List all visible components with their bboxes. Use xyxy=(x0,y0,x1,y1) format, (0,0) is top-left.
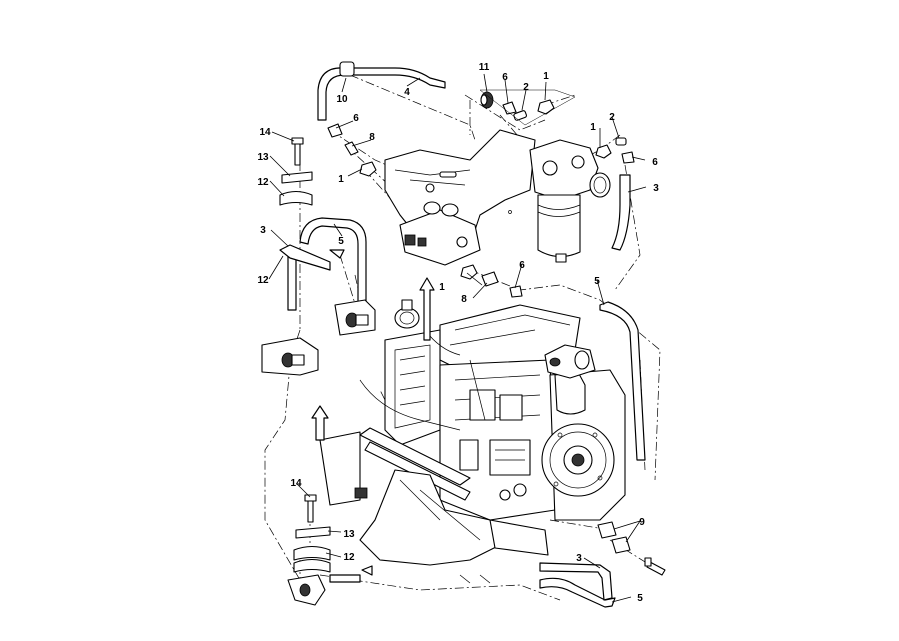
callout-1: 1 xyxy=(590,122,596,133)
callout-6: 6 xyxy=(519,260,525,271)
engine-mount-frame xyxy=(319,427,549,584)
arrow-up-left xyxy=(311,405,329,441)
bracket-stack-upper-left xyxy=(261,137,376,376)
bolt-14a xyxy=(294,142,301,166)
nut-1a xyxy=(537,99,555,115)
flow-arrows xyxy=(311,249,435,576)
bolt-14b xyxy=(307,499,314,523)
clamp-12a xyxy=(279,190,313,206)
callout-10: 10 xyxy=(336,94,348,105)
callout-8: 8 xyxy=(461,294,467,305)
union-2b xyxy=(615,137,627,146)
callout-13: 13 xyxy=(257,152,269,163)
fittings-left xyxy=(327,61,523,298)
callout-labels: 11 6 2 1 10 4 6 8 14 13 1 12 3 5 12 1 2 … xyxy=(257,62,659,604)
union-2a xyxy=(513,110,527,121)
hose-3-right xyxy=(611,174,631,251)
callout-6: 6 xyxy=(652,157,658,168)
valve-8b xyxy=(481,271,499,287)
hose-3-bottom xyxy=(539,562,613,601)
clamp-10 xyxy=(339,61,355,77)
clamp-13a xyxy=(281,171,313,184)
clamp-9a xyxy=(597,521,617,539)
hose-12-left xyxy=(279,244,331,271)
hose-bottom-left xyxy=(329,574,361,583)
callout-12: 12 xyxy=(343,552,355,563)
callout-4: 4 xyxy=(404,87,410,98)
nut-1b xyxy=(359,161,377,177)
hose-3-left xyxy=(287,254,297,311)
callout-2: 2 xyxy=(609,112,615,123)
callout-5: 5 xyxy=(637,593,643,604)
arrow-left-bottom xyxy=(361,565,373,576)
fuel-filter-canister xyxy=(537,194,581,258)
callout-9: 9 xyxy=(639,517,645,528)
fuel-filter-assembly-top xyxy=(384,129,611,266)
arrow-up-center xyxy=(419,277,435,341)
callout-8: 8 xyxy=(369,132,375,143)
banjo-fitting-6a xyxy=(502,101,517,115)
clamps-lower-right xyxy=(597,521,666,576)
callout-6: 6 xyxy=(353,113,359,124)
hose-5-right xyxy=(599,301,646,461)
arrow-down-right-left xyxy=(329,249,345,259)
engine-fuel-filter-small xyxy=(554,371,586,415)
callout-3: 3 xyxy=(576,553,582,564)
oil-filler-cap xyxy=(394,307,420,329)
callout-5: 5 xyxy=(594,276,600,287)
callout-3: 3 xyxy=(653,183,659,194)
callout-14: 14 xyxy=(259,127,271,138)
valve-8a xyxy=(344,141,359,156)
callout-5: 5 xyxy=(338,236,344,247)
banjo-fitting-6b xyxy=(327,123,343,138)
clamp-13b xyxy=(295,526,331,539)
callout-6: 6 xyxy=(502,72,508,83)
clamp-12c xyxy=(293,545,331,561)
hose-4 xyxy=(317,67,446,121)
nut-1c xyxy=(595,144,612,159)
banjo-fitting-6d xyxy=(509,285,523,298)
leader-lines xyxy=(268,73,647,603)
filter-primer-knob xyxy=(589,172,611,198)
callout-13: 13 xyxy=(343,529,355,540)
fittings-top-right xyxy=(479,89,635,164)
callout-2: 2 xyxy=(523,82,529,93)
engine-block xyxy=(359,299,626,521)
callout-14: 14 xyxy=(290,478,302,489)
callout-1: 1 xyxy=(543,71,549,82)
callout-1: 1 xyxy=(439,282,445,293)
callout-3: 3 xyxy=(260,225,266,236)
banjo-fitting-6c xyxy=(621,151,635,164)
callout-1: 1 xyxy=(338,174,344,185)
mount-plate-left xyxy=(319,431,361,506)
clamp-9b xyxy=(611,536,631,554)
nut-1d xyxy=(460,264,478,280)
bracket-stack-lower-left xyxy=(287,494,331,606)
callout-12: 12 xyxy=(257,177,269,188)
callout-12: 12 xyxy=(257,275,269,286)
frame-rail-upper xyxy=(359,427,471,486)
fuel-filter-head xyxy=(529,139,599,201)
mount-cradle xyxy=(359,469,501,566)
mount-foot-right xyxy=(489,519,549,556)
hose-5-bottom xyxy=(539,577,616,608)
engine-side-left xyxy=(384,329,441,446)
callout-11: 11 xyxy=(479,62,490,73)
